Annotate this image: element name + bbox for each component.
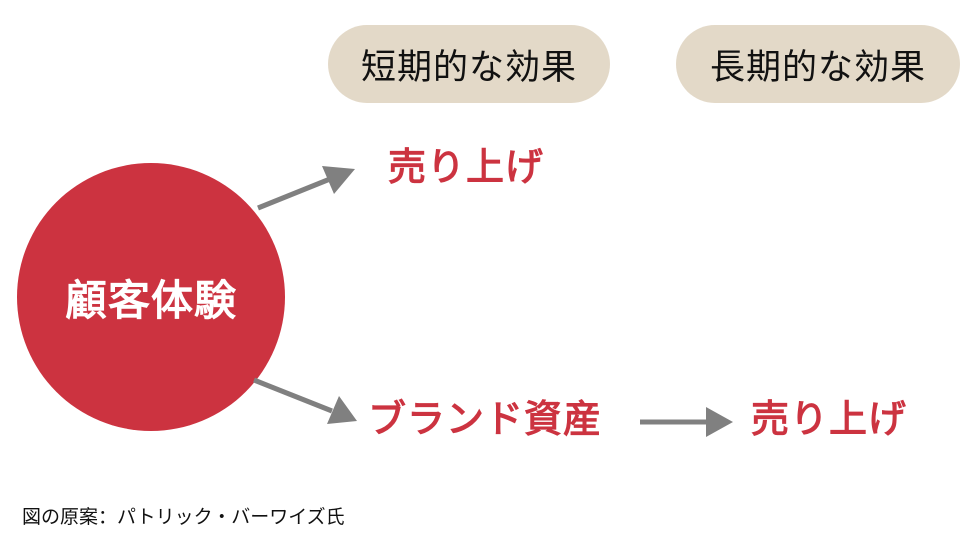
arrow-to-brand-equity bbox=[253, 377, 357, 424]
customer-experience-circle: 顧客体験 bbox=[17, 163, 285, 431]
figure-caption: 図の原案：パトリック・バーワイズ氏 bbox=[22, 506, 345, 528]
long-term-sales-label: 売り上げ bbox=[751, 397, 908, 441]
short-term-effect-label: 短期的な効果 bbox=[328, 25, 610, 103]
short-term-sales-label: 売り上げ bbox=[388, 145, 545, 189]
brand-equity-label: ブランド資産 bbox=[368, 397, 603, 441]
long-term-effect-text: 長期的な効果 bbox=[709, 47, 926, 88]
short-term-effect-text: 短期的な効果 bbox=[360, 47, 577, 88]
customer-experience-label: 顧客体験 bbox=[64, 275, 237, 325]
long-term-effect-label: 長期的な効果 bbox=[676, 25, 960, 103]
arrow-brand-to-long-term-sales bbox=[640, 407, 733, 437]
arrow-to-short-term-sales bbox=[257, 166, 355, 211]
